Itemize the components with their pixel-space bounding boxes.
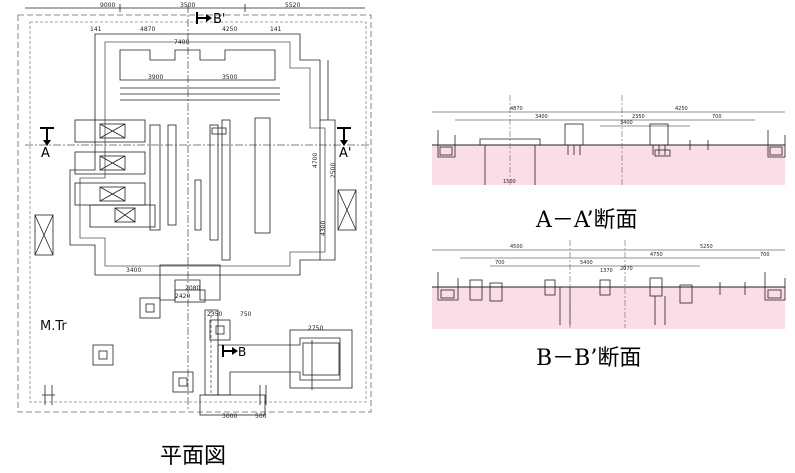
section-bb-caption: B－B’断面 [536,346,642,371]
main-building-inner [79,41,326,267]
bb-dim-5: 5400 [580,260,593,266]
plan-dim-2500: 2500 [330,163,337,178]
aa-dim-6: 3400 [620,120,633,126]
lower-block [174,289,206,303]
vertical-pier [167,124,177,226]
aa-dim-2: 4250 [675,106,688,112]
plan-dim-row3-2: 3500 [222,74,237,81]
aa-dim-3: 3400 [535,114,548,120]
plan-dim-row2-1: 141 [90,26,102,33]
section-a-label: A [41,146,50,161]
plan-dim-750: 750 [240,311,252,318]
bb-dim-2: 4750 [650,252,663,258]
left-equipment-stack [74,119,156,228]
aa-dim-4: 2350 [632,114,645,120]
section-aa: 4870 4250 3400 2350 700 3400 1500 [432,95,786,185]
main-building-outline [69,33,336,276]
section-marker-a-right: A' [337,127,351,161]
plan-outer-boundary [17,14,372,413]
plan-dim-2350: 2350 [207,311,222,318]
plan-dim-row2-2: 4870 [140,26,155,33]
section-b-prime-label: B' [213,12,226,27]
trench-pit-inner [302,342,340,376]
section-marker-a-left: A [40,127,54,161]
plan-dim-3400: 3400 [126,267,141,274]
section-marker-b-bottom: B [222,345,246,359]
section-a-prime-label: A' [339,146,351,161]
left-side-box [34,214,54,256]
section-aa-structures [437,123,786,185]
plan-dim-4300: 4300 [320,221,327,236]
left-side-box-x [34,214,54,256]
pier-cap [211,127,227,135]
bottom-base [199,394,266,416]
bottom-right-posts [259,385,267,405]
vertical-pier [221,119,231,261]
section-bb: 4500 4750 5250 700 5400 1370 2070 700 [432,240,786,329]
bb-dim-7: 2070 [620,266,633,272]
foundation-pads [92,297,231,393]
trench-pit [289,329,353,389]
bb-dim-6: 1370 [600,268,613,274]
vertical-pier [149,124,161,231]
vertical-pier [254,117,271,234]
plan-dimension-texts: 9000 3500 5520 141 4870 4250 141 7400 39… [90,2,337,420]
section-bb-dims: 4500 4750 5250 700 5400 1370 2070 700 [495,244,770,274]
bb-dim-4: 700 [760,252,770,258]
plan-dim-3000: 3000 [222,413,237,420]
section-aa-dims: 4870 4250 3400 2350 700 3400 1500 [503,106,722,185]
plan-dim-2420: 2420 [175,293,190,300]
bb-dim-3: 5250 [700,244,713,250]
bb-dim-1: 4500 [510,244,523,250]
plan-dim-top-2: 3500 [180,2,195,9]
lower-extension [159,264,221,301]
section-b-label: B [238,345,246,359]
plan-dim-row2-3: 4250 [222,26,237,33]
section-aa-caption: A－A’断面 [536,208,638,233]
plan-dim-top-1: 9000 [100,2,115,9]
section-marker-b-top: B' [196,12,226,27]
plan-caption: 平面図 [160,444,227,469]
plan-dim-2750: 2750 [308,325,323,332]
aa-dim-1: 4870 [510,106,523,112]
trench-right [217,337,341,396]
aa-dim-7: 1500 [503,179,516,185]
plan-dim-4700: 4700 [312,153,319,168]
mtr-label: M.Tr [40,319,67,334]
plan-dim-row2-4: 141 [270,26,282,33]
bb-dim-8: 700 [495,260,505,266]
right-side-box [337,189,357,231]
plan-dim-500: 500 [255,413,267,420]
plan-dim-2080: 2080 [185,285,200,292]
bottom-left-posts [42,385,55,405]
upper-notched-wall [119,49,276,81]
vertical-pier [209,124,219,241]
vertical-pier [194,179,202,231]
trench-down [204,309,219,396]
right-side-box-x [337,189,357,231]
plan-dim-top-3: 5520 [285,2,300,9]
section-bb-ground [432,287,785,329]
section-aa-ground [432,145,785,185]
plan-view [17,4,372,416]
plan-dim-7400: 7400 [174,39,189,46]
aa-dim-5: 700 [712,114,722,120]
plan-dim-row3-1: 3900 [148,74,163,81]
